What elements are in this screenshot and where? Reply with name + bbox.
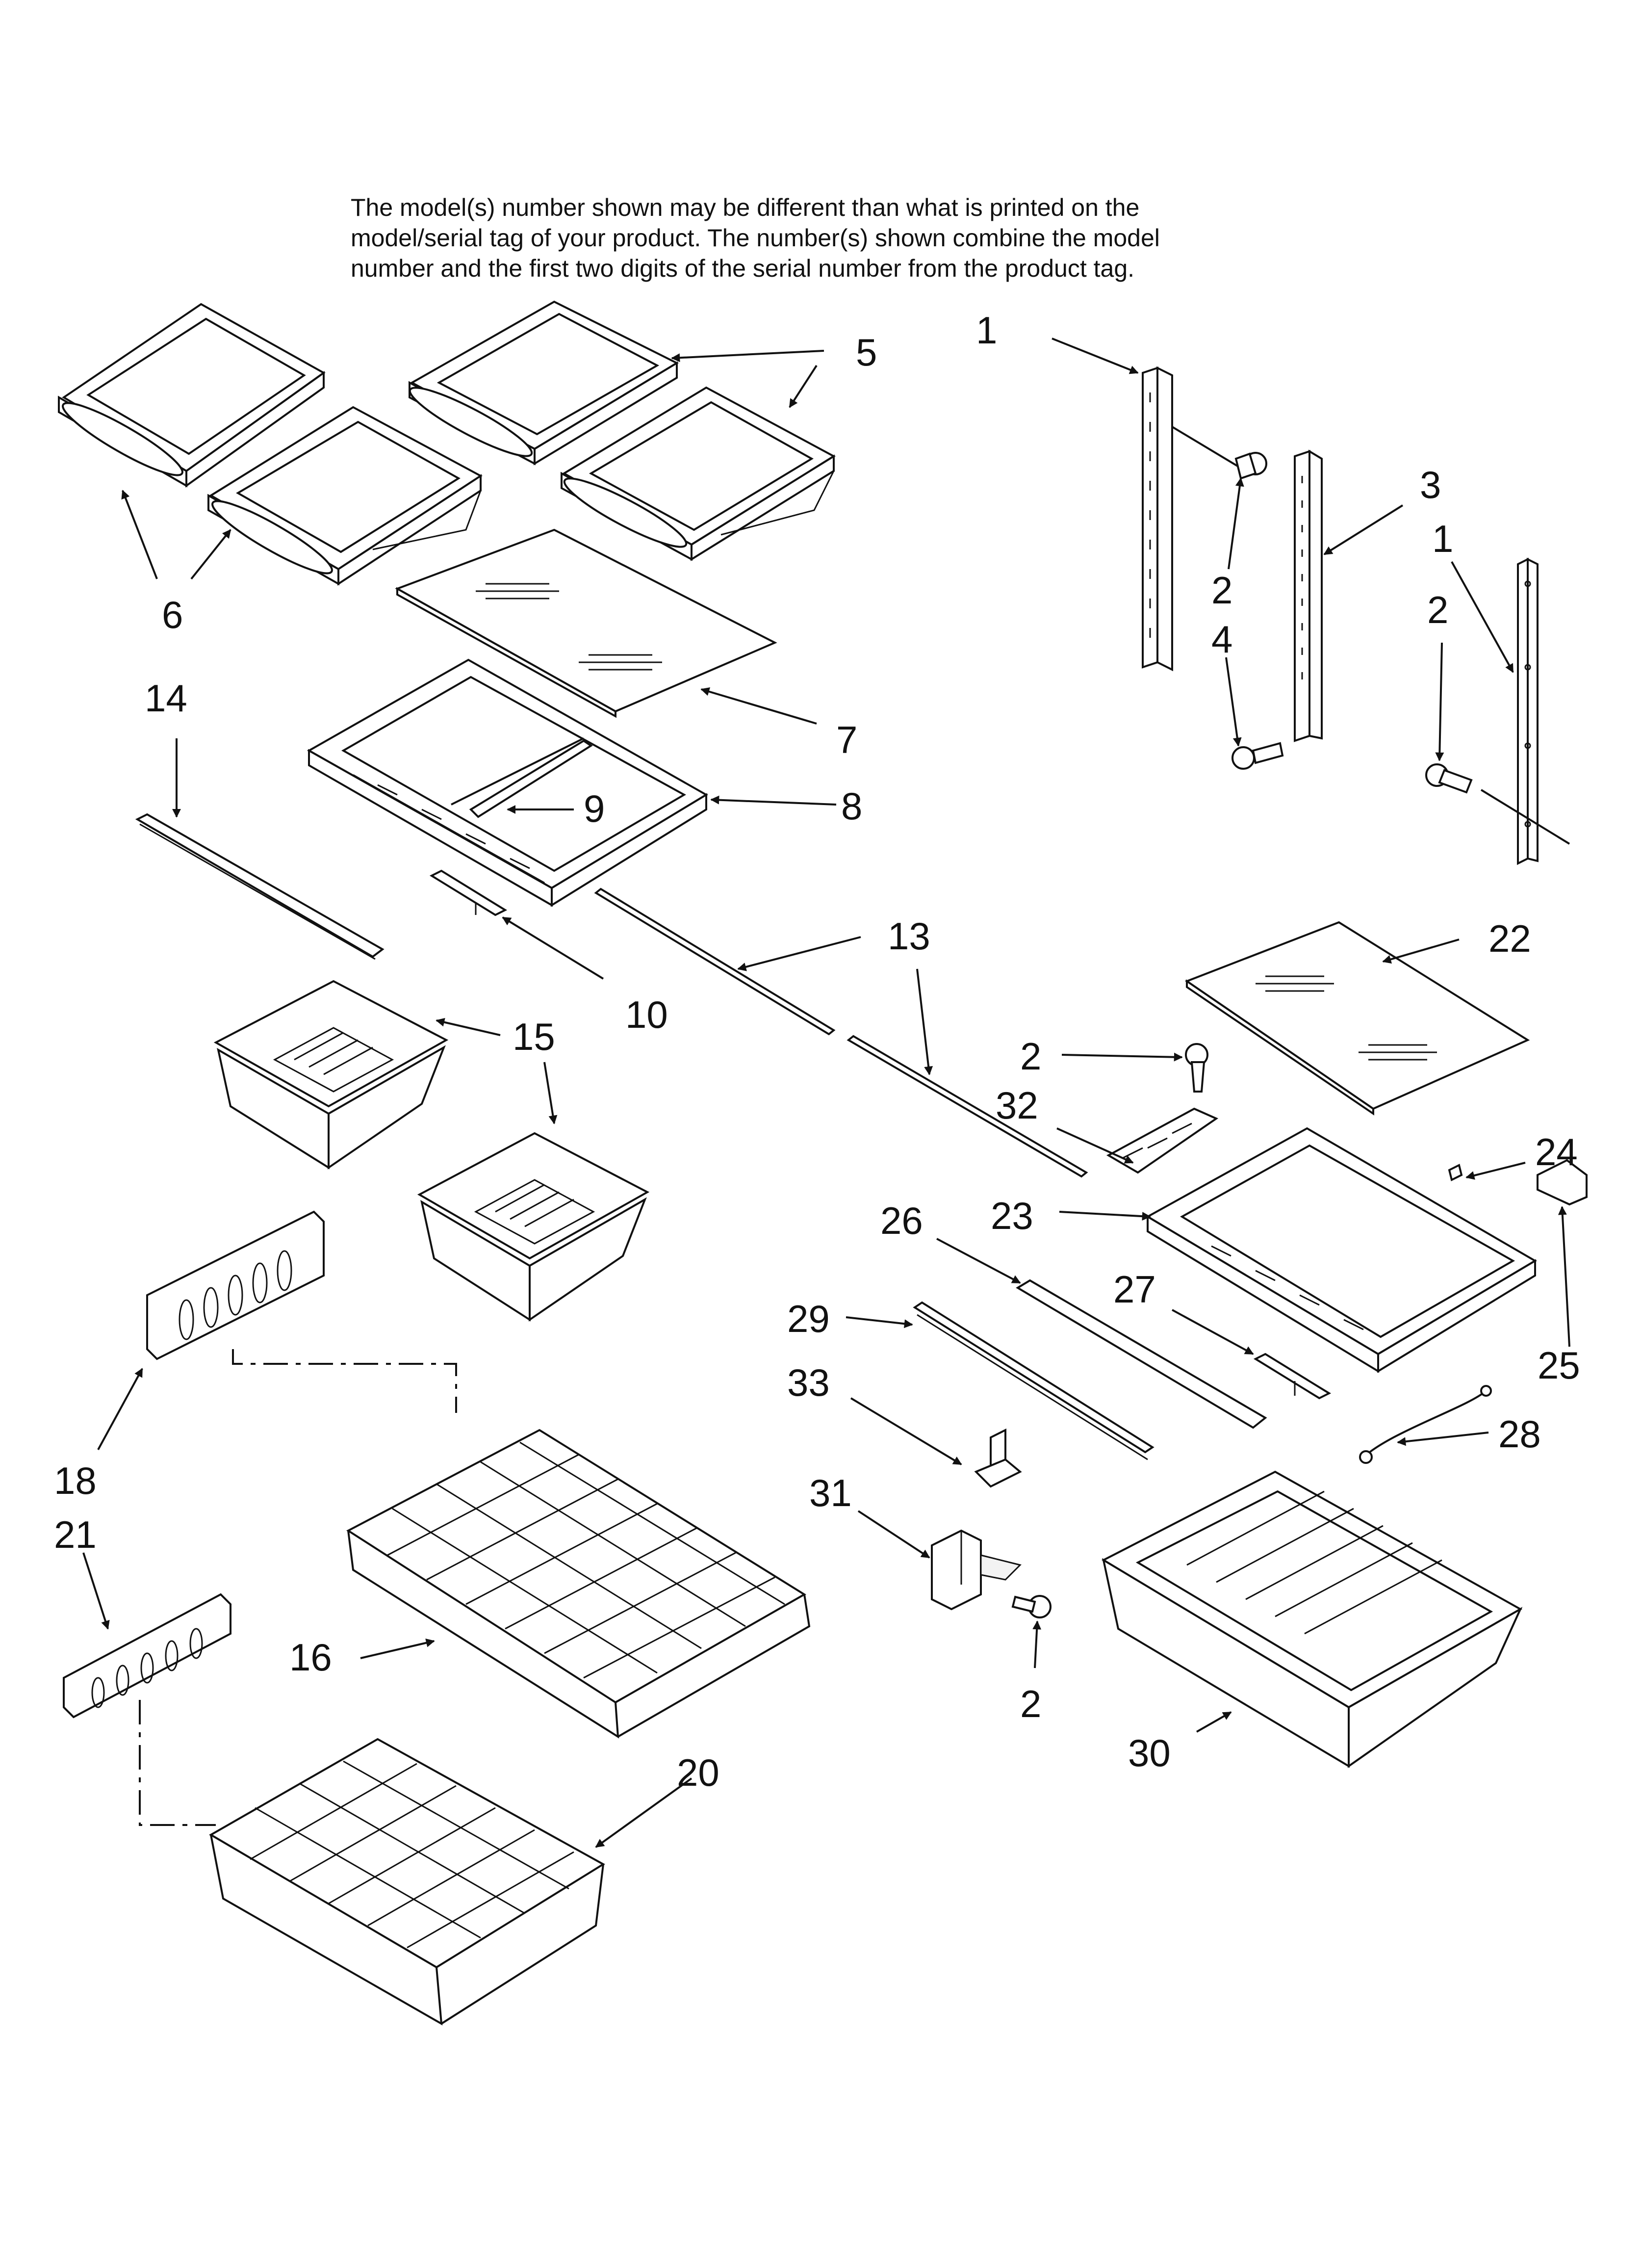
clip-27 xyxy=(1253,1353,1332,1400)
bracket-32 xyxy=(1106,1107,1219,1174)
bracket-25 xyxy=(1537,1159,1588,1206)
screw-4 xyxy=(1232,742,1284,770)
trim-14 xyxy=(135,813,385,960)
callout-30: 30 xyxy=(1128,1731,1171,1774)
shelf-frame-5-right xyxy=(561,386,836,561)
bracket-33 xyxy=(974,1428,1022,1488)
callout-24: 24 xyxy=(1535,1130,1578,1173)
trim-26 xyxy=(1016,1279,1267,1429)
callout-16: 16 xyxy=(289,1636,332,1679)
callout-4: 4 xyxy=(1211,618,1232,661)
screw-2-mid xyxy=(1185,1043,1208,1093)
clip-24 xyxy=(1448,1164,1463,1181)
callout-6: 6 xyxy=(162,593,183,636)
rail-18 xyxy=(146,1210,325,1360)
callout-3: 3 xyxy=(1420,463,1441,506)
callout-10: 10 xyxy=(625,993,668,1036)
callout-9: 9 xyxy=(584,787,605,830)
callout-29: 29 xyxy=(787,1297,830,1340)
callout-22: 22 xyxy=(1488,917,1531,960)
callout-2-mid: 2 xyxy=(1020,1035,1041,1078)
shelf-frame-6-right xyxy=(207,406,483,586)
crisper-cover-frame-8 xyxy=(307,658,708,907)
pan-30 xyxy=(1101,1470,1523,1768)
callout-8: 8 xyxy=(841,784,862,828)
glass-shelf-7 xyxy=(395,528,777,718)
screw-2-upper xyxy=(1171,426,1267,480)
glass-shelf-22 xyxy=(1184,921,1530,1116)
callout-14: 14 xyxy=(145,677,187,720)
callout-1-right: 1 xyxy=(1432,517,1453,560)
basket-16 xyxy=(346,1429,811,1739)
callout-2-right: 2 xyxy=(1427,588,1448,631)
shelf-frame-6-left xyxy=(58,303,326,488)
callout-5: 5 xyxy=(856,331,877,374)
rail-13-lower xyxy=(847,1035,1088,1178)
rod-28 xyxy=(1359,1385,1492,1464)
screw-2-low xyxy=(1011,1595,1052,1618)
callout-25: 25 xyxy=(1538,1344,1580,1387)
leader-arrows xyxy=(82,338,1570,1848)
callout-26: 26 xyxy=(880,1199,923,1242)
rail-13-upper xyxy=(594,887,836,1036)
callout-7: 7 xyxy=(836,718,857,761)
callout-33: 33 xyxy=(787,1361,830,1404)
callout-15: 15 xyxy=(513,1015,555,1058)
callout-28: 28 xyxy=(1498,1412,1541,1456)
bracket-31 xyxy=(931,1529,1022,1611)
callout-32: 32 xyxy=(996,1084,1038,1127)
callout-1-left: 1 xyxy=(976,309,997,352)
model-note: The model(s) number shown may be differe… xyxy=(351,194,1160,282)
note-line-1: The model(s) number shown may be differe… xyxy=(351,194,1139,221)
note-line-2: model/serial tag of your product. The nu… xyxy=(351,224,1160,252)
callout-27: 27 xyxy=(1113,1268,1156,1311)
callout-2-low: 2 xyxy=(1020,1682,1041,1725)
basket-20 xyxy=(209,1738,605,2026)
callout-20: 20 xyxy=(677,1751,719,1794)
pan-15-left xyxy=(213,980,449,1170)
rail-21 xyxy=(63,1593,231,1719)
pan-15-right xyxy=(417,1132,650,1322)
trim-29 xyxy=(913,1301,1155,1460)
callout-2-upper: 2 xyxy=(1211,569,1232,612)
assembly-lines xyxy=(139,1349,457,1826)
callout-18: 18 xyxy=(54,1459,97,1502)
callout-23: 23 xyxy=(991,1194,1033,1237)
rail-1-left xyxy=(1142,366,1173,672)
screw-2-right xyxy=(1425,763,1473,794)
callout-labels: 5 6 7 8 9 14 10 13 15 1 2 4 3 1 2 22 2 3… xyxy=(54,309,1580,1794)
rail-3 xyxy=(1294,449,1323,742)
crisper-divider-9 xyxy=(469,739,593,818)
callout-31: 31 xyxy=(809,1471,852,1514)
note-line-3: number and the first two digits of the s… xyxy=(351,255,1134,282)
clip-10 xyxy=(429,869,508,916)
rail-1-right xyxy=(1480,557,1570,865)
callout-13: 13 xyxy=(888,914,930,958)
shelf-frame-5-left xyxy=(409,300,679,466)
callout-21: 21 xyxy=(54,1513,97,1556)
crisper-cover-frame-23 xyxy=(1145,1127,1537,1373)
